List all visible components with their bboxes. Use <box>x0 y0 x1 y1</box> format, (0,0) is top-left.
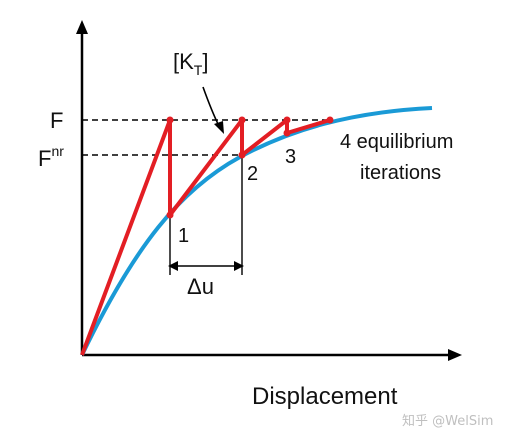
iteration-label-3: 3 <box>285 146 296 168</box>
iteration-point <box>283 129 291 137</box>
kt-close: ] <box>202 49 208 74</box>
x-axis-arrowhead <box>448 349 462 361</box>
kt-pointer-arrowhead <box>214 121 224 134</box>
delta-u-label: Δu <box>187 274 214 299</box>
iteration-point <box>166 211 174 219</box>
iterations-note-line2: iterations <box>360 162 441 184</box>
x-axis-label: Displacement <box>252 383 398 410</box>
fnr-base: F <box>38 146 51 171</box>
iteration-point <box>166 116 174 124</box>
iteration-label-1: 1 <box>178 225 189 247</box>
iteration-label-2: 2 <box>247 163 258 185</box>
kt-sub: T <box>194 62 203 78</box>
fnr-sup: nr <box>51 143 64 159</box>
iteration-point <box>326 116 334 124</box>
tangent-stiffness-label: [KT] <box>173 49 208 78</box>
iteration-point <box>283 116 291 124</box>
iteration-point <box>238 151 246 159</box>
force-label-fnr: Fnr <box>38 143 64 171</box>
watermark: 知乎 @WelSim <box>402 413 493 429</box>
y-axis-arrowhead <box>76 20 88 34</box>
iteration-point <box>238 116 246 124</box>
force-label-f: F <box>50 108 63 133</box>
kt-open: [K <box>173 49 194 74</box>
iterations-note-line1: 4 equilibrium <box>340 131 453 153</box>
